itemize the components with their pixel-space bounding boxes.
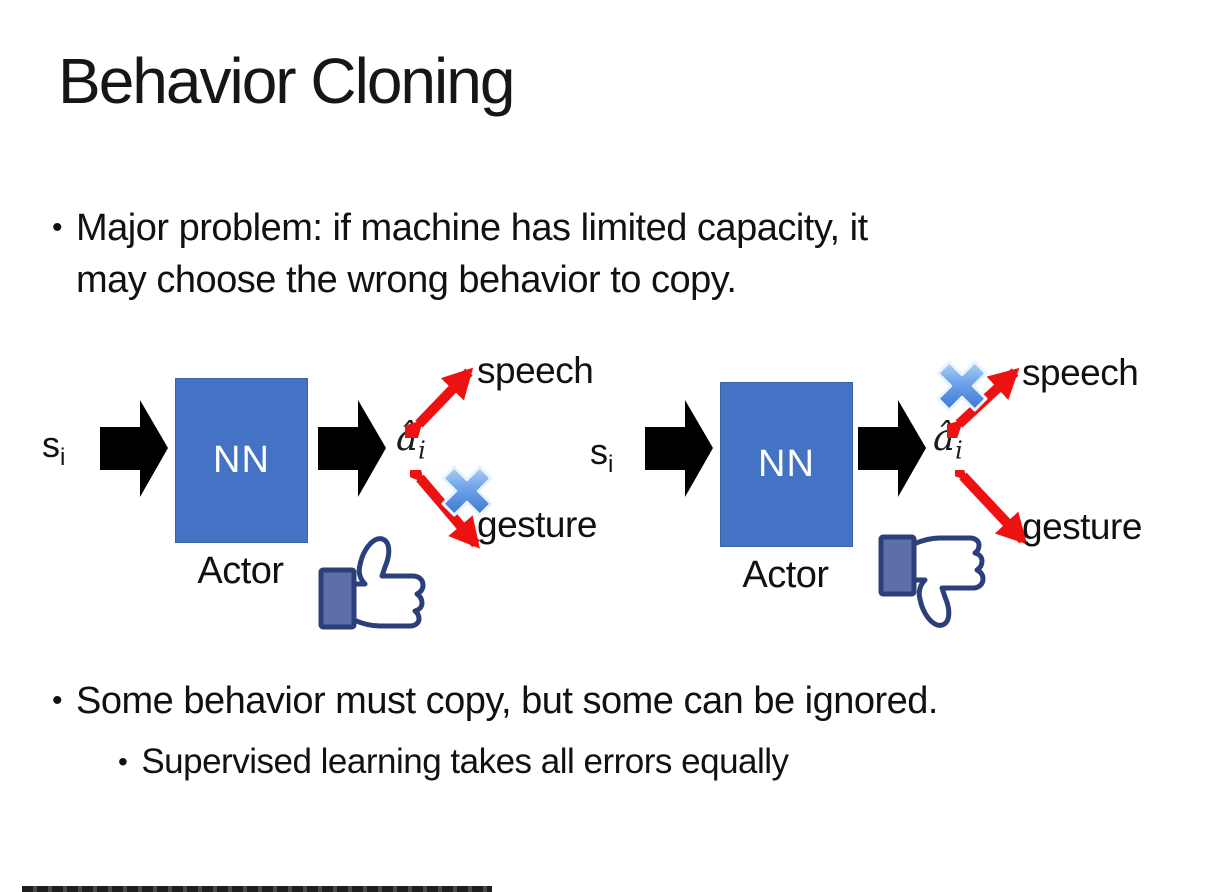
speech-double-arrow-icon [405,367,474,438]
thumbs-down-icon [878,532,990,632]
speech-label: speech [1022,352,1139,393]
thumbs-up-icon [318,532,430,632]
action-subscript: i [418,436,426,465]
state-subscript: i [608,451,614,479]
state-label: si [42,424,65,472]
page-title: Behavior Cloning [58,45,515,117]
input-arrow-icon [100,400,168,497]
bullet-marker: • [52,684,63,717]
speech-label: speech [477,350,594,391]
nn-label: NN [213,439,270,481]
nn-label: NN [758,443,815,485]
actor-label: Actor [742,554,829,596]
bullet-text: Supervised learning takes all errors equ… [141,742,789,781]
diagram-behavior-right: si NN Actor âi speech gesture [585,350,1185,650]
cross-out-icon [930,354,994,418]
diagram-behavior-left: si NN Actor âi speech gesture [40,350,640,650]
gesture-label: gesture [477,504,597,545]
bullet-marker: • [52,211,63,244]
actor-label: Actor [197,550,284,592]
bullet-line-2: may choose the wrong behavior to copy. [76,259,737,301]
bullet-major-problem: • Major problem: if machine has limited … [52,202,1132,306]
state-symbol: s [590,431,608,472]
nn-box: NN [175,378,308,543]
bullet-text: Some behavior must copy, but some can be… [76,680,938,722]
output-arrow-icon [858,400,926,497]
gesture-label: gesture [1022,506,1142,547]
gesture-double-arrow-icon [410,470,480,549]
bullet-text: Major problem: if machine has limited ca… [76,202,868,306]
gesture-double-arrow-icon [955,470,1028,545]
partial-bottom-bar [22,886,492,892]
action-subscript: i [955,436,963,465]
state-label: si [590,431,613,479]
state-subscript: i [60,444,66,472]
output-arrow-icon [318,400,386,497]
state-symbol: s [42,424,60,465]
bullet-marker: • [118,746,128,777]
bullet-some-behavior: • Some behavior must copy, but some can … [52,676,1172,726]
bullet-supervised-learning: • Supervised learning takes all errors e… [118,738,1158,786]
input-arrow-icon [645,400,713,497]
bullet-line-1: Major problem: if machine has limited ca… [76,207,868,249]
nn-box: NN [720,382,853,547]
